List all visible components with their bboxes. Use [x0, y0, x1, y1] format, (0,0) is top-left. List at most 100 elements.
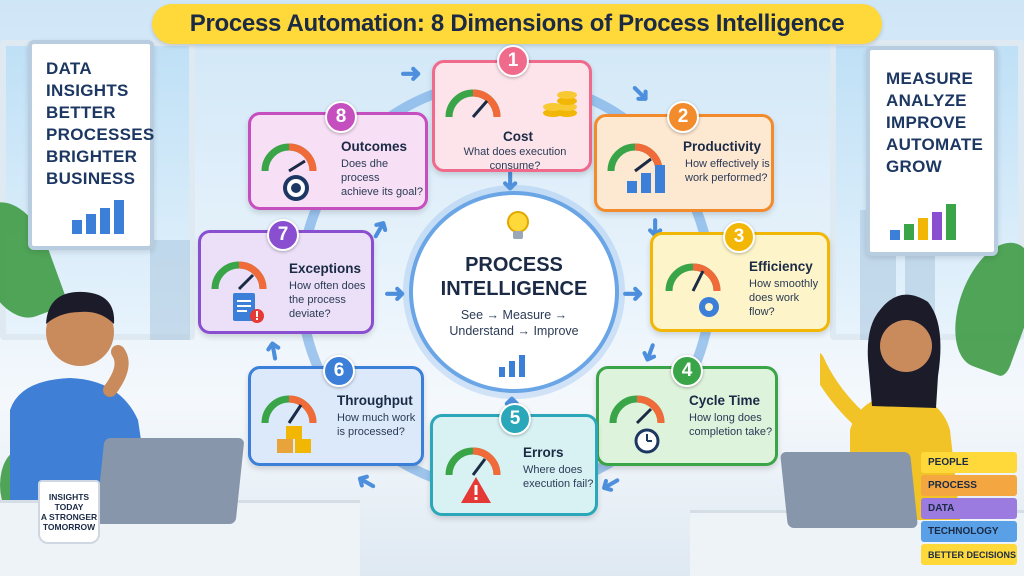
- card-errors[interactable]: 5 Errors Where does execution fail?: [430, 403, 598, 516]
- card-description: How often does the process deviate?: [289, 279, 365, 321]
- board-line: BUSINESS: [46, 169, 136, 188]
- mug-text: INSIGHTS: [48, 492, 90, 502]
- desc-line: work performed?: [685, 172, 768, 184]
- board-line: IMPROVE: [886, 113, 967, 132]
- clock-icon: [634, 428, 660, 454]
- laptop-right: [780, 452, 918, 528]
- card-efficiency[interactable]: 3 Efficiency How smoothly does work flow…: [650, 221, 830, 332]
- arrow-icon: ➜: [348, 464, 383, 502]
- step-number-badge: 7: [267, 219, 299, 251]
- mug-text: TOMORROW: [42, 522, 96, 532]
- step-number-badge: 6: [323, 355, 355, 387]
- desc-line: completion take?: [689, 426, 773, 438]
- card-title: Errors: [523, 445, 564, 460]
- card-description: How effectively is work performed?: [685, 157, 770, 185]
- desc-line: achieve its goal?: [341, 186, 423, 198]
- desc-line: How smoothly: [749, 278, 819, 290]
- card-throughput[interactable]: 6 Throughput How much work is processed?: [248, 355, 424, 466]
- card-productivity[interactable]: 2 Productivity How effectively is work p…: [594, 101, 774, 212]
- center-sub-line: See → Measure →: [460, 308, 568, 322]
- arrow-icon: ➜: [622, 278, 644, 308]
- left-board-text: DATA INSIGHTS BETTER PROCESSES BRIGHTER …: [46, 58, 155, 190]
- growth-chart-icon: [72, 200, 124, 234]
- card-description: How long does completion take?: [689, 411, 772, 439]
- gauge-icon: [261, 143, 317, 173]
- board-line: AUTOMATE: [886, 135, 984, 154]
- book-data: DATA: [921, 498, 1017, 519]
- step-number-badge: 2: [667, 101, 699, 133]
- gauge-icon: [211, 261, 267, 291]
- card-cost[interactable]: 1 Cost What does execution consume?: [432, 45, 592, 173]
- bar-chart-icon: [499, 355, 525, 377]
- bar-chart-icon: [627, 165, 665, 193]
- target-icon: [283, 175, 309, 201]
- desc-line: Does dhe process: [341, 158, 389, 184]
- arrow-icon: ➜: [384, 278, 406, 308]
- board-line: BETTER: [46, 103, 116, 122]
- arrow-icon: ➜: [593, 466, 628, 504]
- desc-line: does work flow?: [749, 292, 800, 318]
- desc-line: How often does: [289, 280, 366, 292]
- gauge-icon: [609, 395, 665, 425]
- coffee-mug: INSIGHTS TODAY A STRONGER TOMORROW: [38, 480, 100, 544]
- board-line: MEASURE: [886, 69, 974, 88]
- arrow-icon: ➜: [622, 74, 660, 112]
- desc-line: the process: [289, 294, 346, 306]
- page-title: Process Automation: 8 Dimensions of Proc…: [189, 10, 845, 37]
- card-title: Cost: [503, 129, 533, 144]
- book-stack: PEOPLE PROCESS DATA TECHNOLOGY BETTER DE…: [921, 452, 1017, 567]
- board-line: GROW: [886, 157, 942, 176]
- card-title: Cycle Time: [689, 393, 761, 408]
- desc-line: How long does: [689, 412, 762, 424]
- step-number-badge: 3: [723, 221, 755, 253]
- gauge-icon: [665, 263, 721, 292]
- document-alert-icon: [233, 293, 264, 323]
- desc-line: Where does: [523, 464, 583, 476]
- card-description: How much work is processed?: [337, 411, 415, 439]
- card-outcomes[interactable]: 8 Outcomes Does dhe process achieve its …: [248, 101, 428, 210]
- card-title: Outcomes: [341, 139, 408, 154]
- book-better-decisions: BETTER DECISIONS: [921, 544, 1017, 565]
- card-description: How smoothly does work flow?: [749, 277, 827, 319]
- right-board-text: MEASURE ANALYZE IMPROVE AUTOMATE GROW: [886, 68, 983, 178]
- desc-line: deviate?: [289, 308, 331, 320]
- step-number-badge: 1: [497, 45, 529, 77]
- center-subtitle: See → Measure → Understand → Improve: [413, 307, 615, 339]
- center-title-line: INTELLIGENCE: [440, 278, 588, 300]
- card-title: Efficiency: [749, 259, 813, 274]
- step-number-badge: 4: [671, 355, 703, 387]
- desc-line: execution fail?: [523, 478, 594, 490]
- book-technology: TECHNOLOGY: [921, 521, 1017, 542]
- card-exceptions[interactable]: 7 Exceptions How often does the process …: [198, 219, 374, 334]
- gauge-icon: [445, 89, 501, 118]
- center-title: PROCESS INTELLIGENCE: [413, 253, 615, 301]
- lightbulb-icon: [507, 211, 529, 239]
- card-description: What does execution consume?: [455, 145, 575, 173]
- board-line: BRIGHTER: [46, 147, 138, 166]
- warning-icon: [461, 477, 491, 503]
- gauge-icon: [261, 395, 317, 424]
- right-whiteboard: MEASURE ANALYZE IMPROVE AUTOMATE GROW: [866, 46, 998, 256]
- desc-line: How effectively is: [685, 158, 770, 170]
- step-number-badge: 5: [499, 403, 531, 435]
- card-title: Productivity: [683, 139, 762, 154]
- mug-text: TODAY: [54, 502, 84, 512]
- desc-line: What does execution: [463, 146, 567, 158]
- title-banner: Process Automation: 8 Dimensions of Proc…: [152, 4, 882, 44]
- card-description: Where does execution fail?: [523, 463, 593, 491]
- board-line: ANALYZE: [886, 91, 967, 110]
- book-process: PROCESS: [921, 475, 1017, 496]
- book-people: PEOPLE: [921, 452, 1017, 473]
- card-cycle-time[interactable]: 4 Cycle Time How long does completion ta…: [596, 355, 778, 466]
- center-hub: PROCESS INTELLIGENCE See → Measure → Und…: [409, 191, 619, 393]
- laptop-left: [95, 438, 245, 524]
- board-line: INSIGHTS: [46, 81, 129, 100]
- arrow-icon: ➜: [256, 337, 290, 365]
- step-number-badge: 8: [325, 101, 357, 133]
- card-title: Throughput: [337, 393, 413, 408]
- boxes-icon: [277, 426, 311, 453]
- arrow-icon: ➜: [495, 170, 526, 192]
- arrow-icon: ➜: [400, 58, 422, 88]
- mug-text: A STRONGER: [40, 512, 98, 522]
- desc-line: is processed?: [337, 426, 405, 438]
